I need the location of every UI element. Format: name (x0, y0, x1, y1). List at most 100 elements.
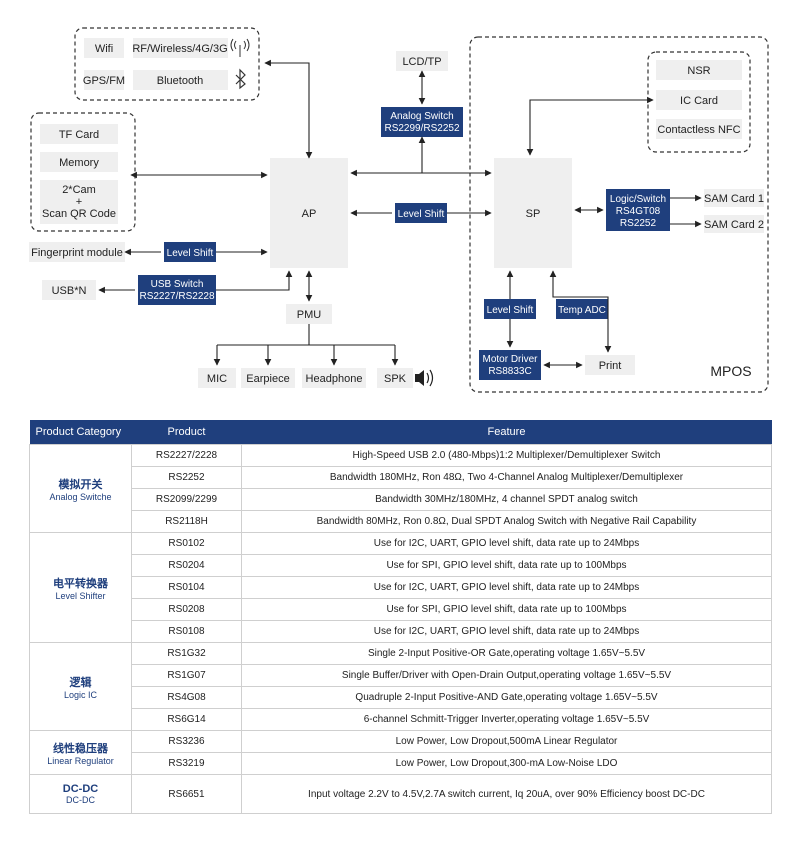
speaker-icon (415, 369, 434, 387)
category-name-en: Linear Regulator (47, 755, 114, 766)
feature-cell: Use for SPI, GPIO level shift, data rate… (241, 598, 772, 621)
fingerprint-label: Fingerprint module (31, 247, 123, 259)
usb-switch-title: USB Switch (151, 279, 204, 290)
header-product: Product (131, 420, 242, 445)
logic-switch-part1: RS4GT08 (616, 206, 661, 217)
product-cell: RS6651 (131, 774, 242, 814)
sp-label: SP (526, 208, 541, 220)
category-name-en: DC-DC (66, 795, 95, 805)
motor-driver-title: Motor Driver (482, 354, 538, 365)
product-cell: RS2118H (131, 510, 242, 533)
product-cell: RS1G32 (131, 642, 242, 665)
earpiece-label: Earpiece (246, 373, 289, 385)
temp-adc-label: Temp ADC (558, 305, 606, 316)
wifi-label: Wifi (95, 43, 113, 55)
memory-label: Memory (59, 157, 99, 169)
analog-switch-title: Analog Switch (390, 111, 453, 122)
spk-label: SPK (384, 373, 407, 385)
headphone-label: Headphone (306, 373, 363, 385)
feature-cell: Input voltage 2.2V to 4.5V,2.7A switch c… (241, 774, 772, 814)
ic-card-label: IC Card (680, 95, 718, 107)
nsr-label: NSR (687, 65, 710, 77)
category-name-en: Level Shifter (55, 590, 106, 601)
feature-cell: Use for SPI, GPIO level shift, data rate… (241, 554, 772, 577)
mpos-group (469, 36, 769, 393)
connection-lines (98, 59, 702, 369)
usbn-label: USB*N (52, 285, 87, 297)
mpos-block-diagram: Wifi RF/Wireless/4G/3G GPS/FM Bluetooth … (29, 27, 769, 393)
feature-cell: 6-channel Schmitt-Trigger Inverter,opera… (241, 708, 772, 731)
logic-switch-title: Logic/Switch (610, 194, 666, 205)
product-cell: RS2252 (131, 466, 242, 489)
feature-cell: Use for I2C, UART, GPIO level shift, dat… (241, 620, 772, 643)
feature-cell: Use for I2C, UART, GPIO level shift, dat… (241, 576, 772, 599)
feature-cell: Single Buffer/Driver with Open-Drain Out… (241, 664, 772, 687)
tf-card-label: TF Card (59, 129, 99, 141)
feature-cell: Quadruple 2-Input Positive-AND Gate,oper… (241, 686, 772, 709)
card-group (647, 51, 751, 153)
category-name-cn: DC-DC (62, 783, 99, 795)
rf-wireless-label: RF/Wireless/4G/3G (132, 43, 227, 55)
sam-card-1-label: SAM Card 1 (704, 193, 764, 205)
header-category: Product Category (29, 420, 132, 445)
header-feature: Feature (241, 420, 772, 445)
table-header: Product Category Product Feature (29, 420, 772, 445)
category-name-en: Logic IC (63, 689, 98, 700)
product-cell: RS2227/2228 (131, 444, 242, 467)
feature-cell: Single 2-Input Positive-OR Gate,operatin… (241, 642, 772, 665)
product-cell: RS3236 (131, 730, 242, 753)
cam-label: 2*Cam (62, 184, 96, 196)
mpos-label: MPOS (710, 363, 751, 379)
wireless-group (74, 27, 260, 101)
product-cell: RS2099/2299 (131, 488, 242, 511)
product-cell: RS4G08 (131, 686, 242, 709)
feature-cell: Bandwidth 180MHz, Ron 48Ω, Two 4-Channel… (241, 466, 772, 489)
plus-label: + (76, 196, 82, 208)
print-label: Print (599, 360, 622, 372)
product-cell: RS6G14 (131, 708, 242, 731)
category-name-cn: 电平转换器 (53, 577, 108, 590)
mic-label: MIC (207, 373, 227, 385)
product-cell: RS0108 (131, 620, 242, 643)
feature-cell: Low Power, Low Dropout,300-mA Low-Noise … (241, 752, 772, 775)
level-shift-fingerprint: Level Shift (167, 248, 214, 259)
bluetooth-icon (235, 68, 246, 90)
product-cell: RS1G07 (131, 664, 242, 687)
feature-cell: Bandwidth 30MHz/180MHz, 4 channel SPDT a… (241, 488, 772, 511)
sam-card-2-label: SAM Card 2 (704, 219, 764, 231)
level-shift-ap-sp: Level Shift (398, 209, 445, 220)
product-cell: RS0104 (131, 576, 242, 599)
category-name-en: Analog Switche (49, 491, 112, 502)
lcd-tp-label: LCD/TP (402, 56, 441, 68)
feature-cell: High-Speed USB 2.0 (480-Mbps)1:2 Multipl… (241, 444, 772, 467)
product-cell: RS0102 (131, 532, 242, 555)
gps-fm-label: GPS/FM (83, 75, 125, 87)
category-name-cn: 线性稳压器 (53, 742, 108, 755)
logic-switch-part2: RS2252 (620, 218, 657, 229)
usb-switch-part: RS2227/RS2228 (139, 291, 214, 302)
pmu-label: PMU (297, 309, 322, 321)
storage-group (30, 112, 136, 232)
ap-label: AP (302, 208, 317, 220)
